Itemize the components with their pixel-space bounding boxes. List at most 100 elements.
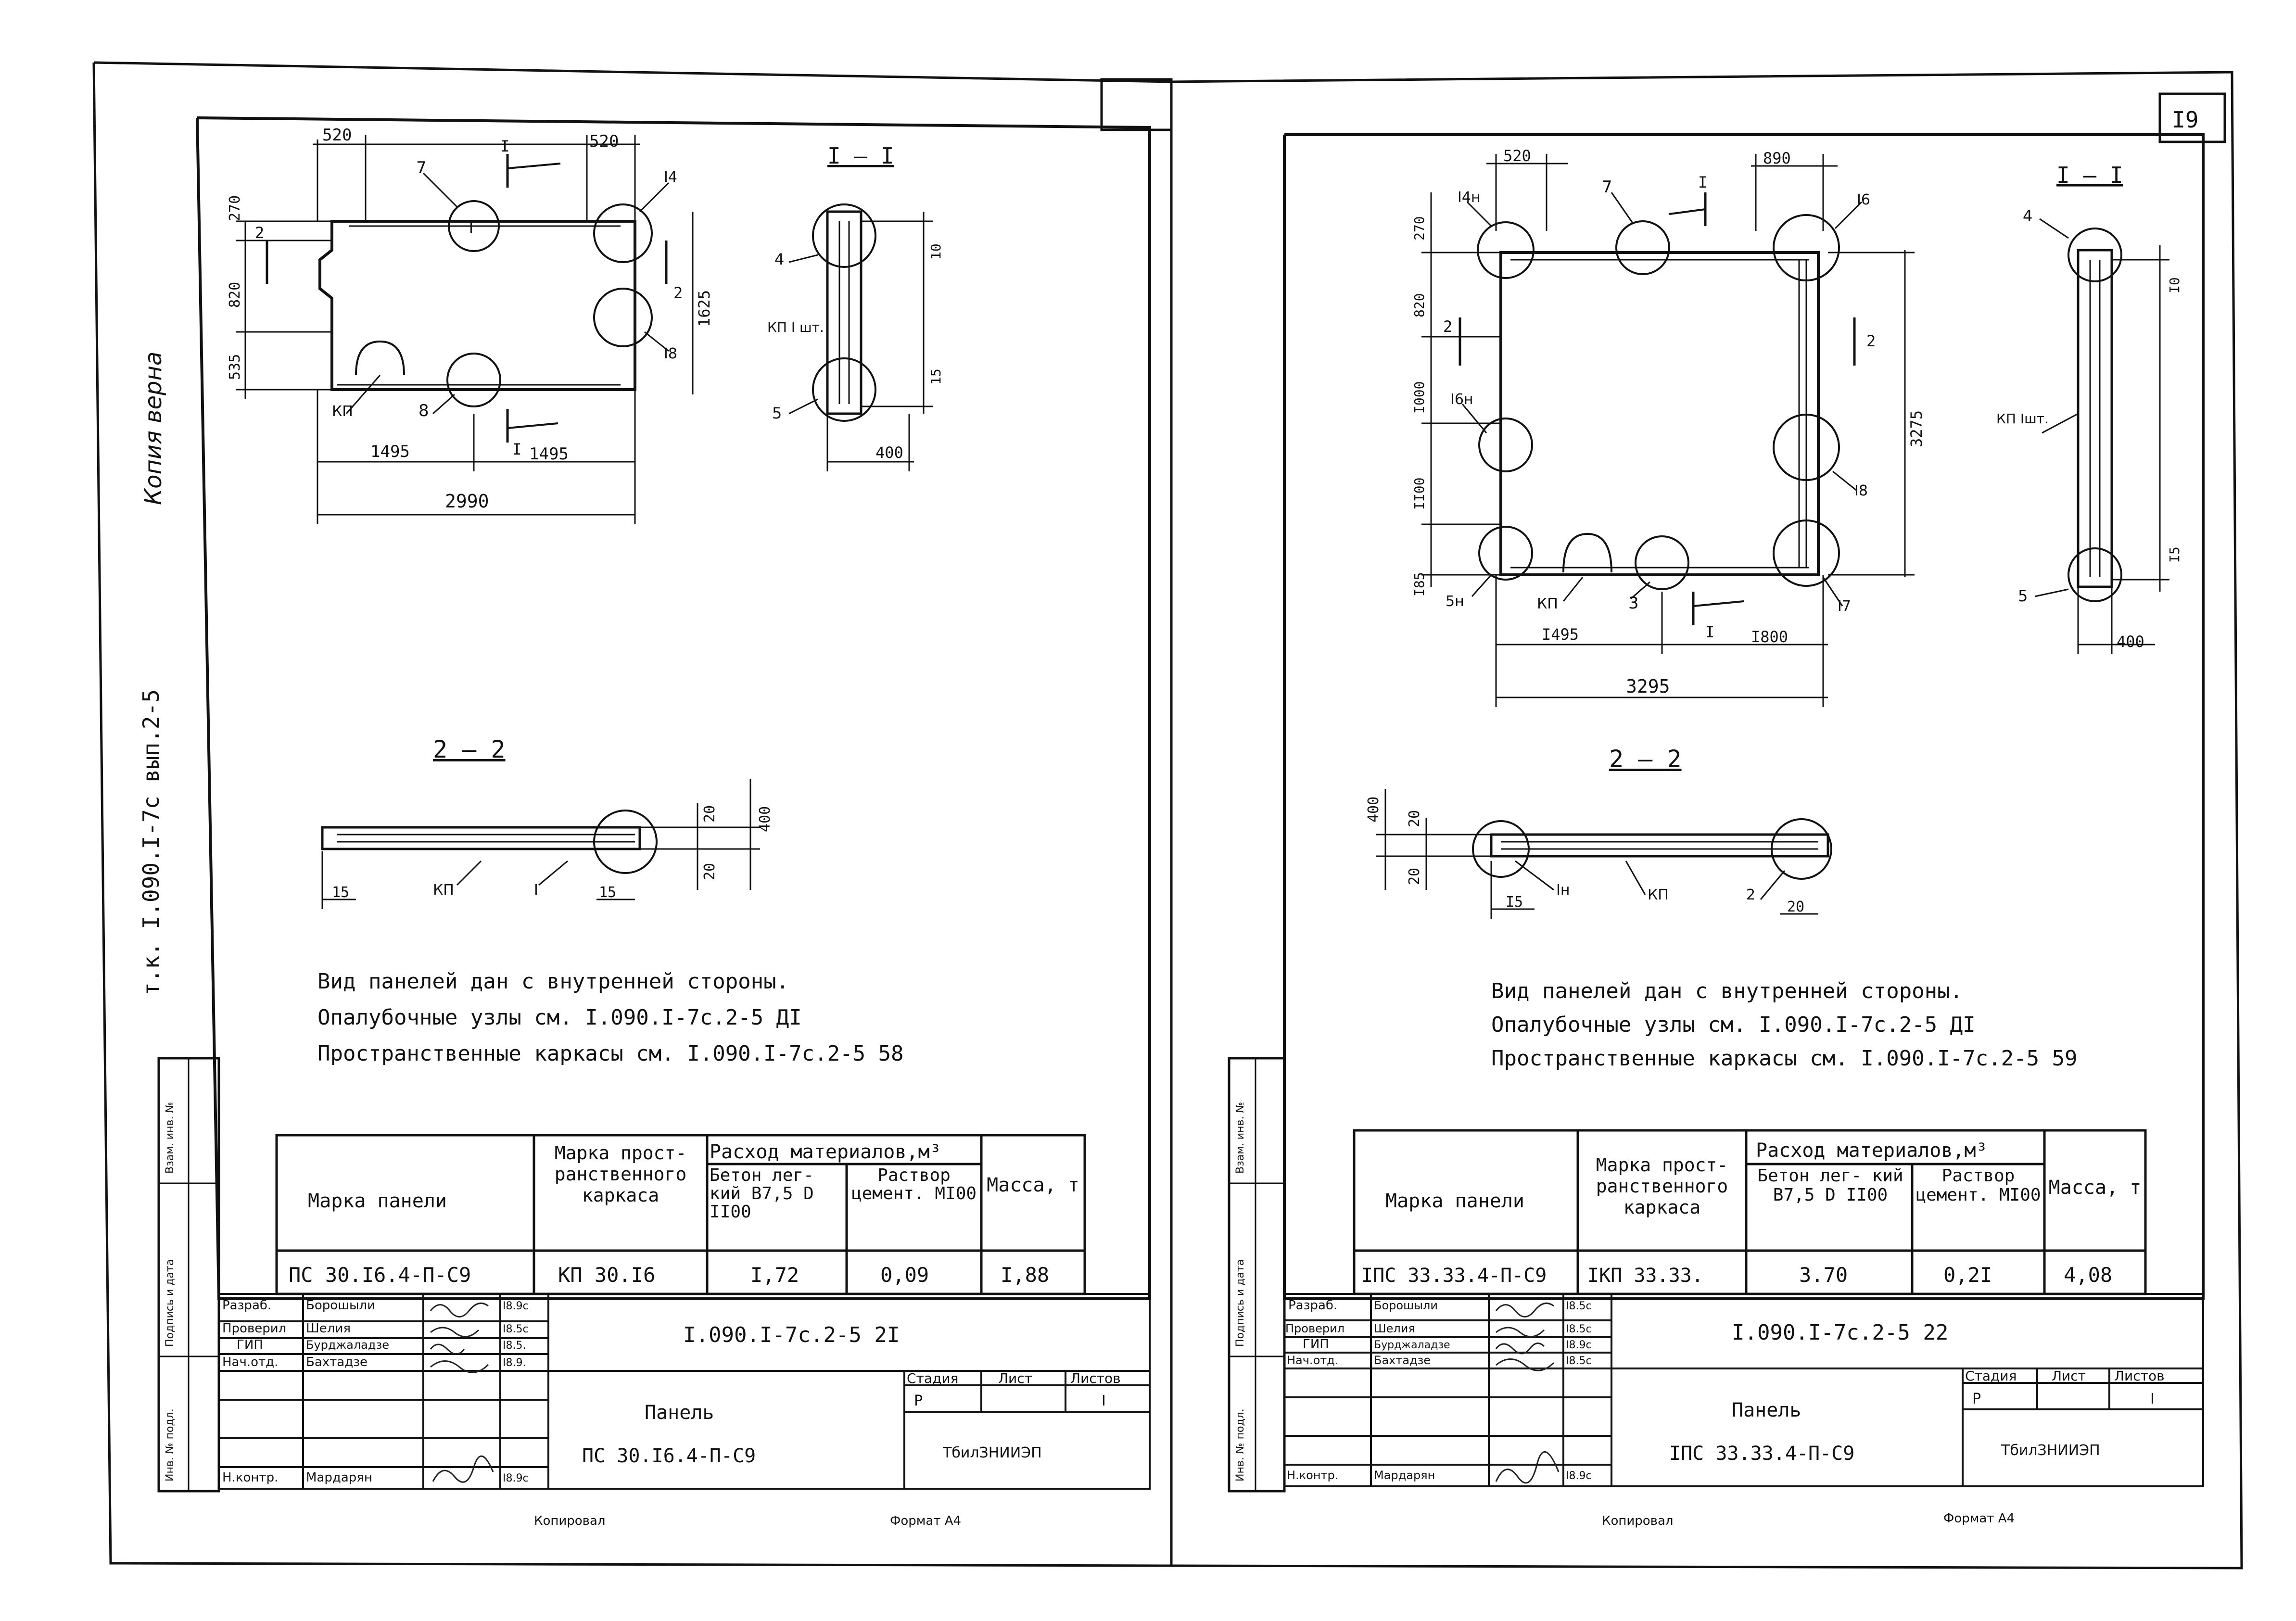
right-panel-plan: I4н 7 I6 I6н I8 I7 5н КП 3 I I 2 2 xyxy=(1411,147,1926,707)
right-row-mortar: 0,2I xyxy=(1943,1263,1992,1287)
sec-dim-15: 15 xyxy=(928,368,944,385)
sec-dim-400: 400 xyxy=(875,443,903,462)
right-name-3: Бахтадзе xyxy=(1374,1354,1431,1367)
rdim-top-right: 890 xyxy=(1763,149,1791,167)
left-stage: Р xyxy=(914,1393,923,1409)
right-role-3: Нач.отд. xyxy=(1287,1354,1338,1367)
right-materials-table: Марка панели Марка прост- ранственного к… xyxy=(1353,1129,2147,1295)
left-note-3: Пространственные каркасы см. I.090.I-7с.… xyxy=(317,1041,904,1066)
left-org: ТбилЗНИИЭП xyxy=(942,1444,1042,1461)
right-note-3: Пространственные каркасы см. I.090.I-7с.… xyxy=(1491,1046,2078,1071)
right-name-title: Панель xyxy=(1732,1399,1801,1421)
right-section-2-2: 2 – 2 400 20 20 I5 20 Iн xyxy=(1365,745,1832,919)
lcut-1a: I xyxy=(500,137,509,155)
right-name-6: Мардарян xyxy=(1374,1469,1435,1482)
left-row-concrete: I,72 xyxy=(750,1263,799,1287)
lcut-1b: I xyxy=(512,440,521,458)
right-sheets: I xyxy=(2150,1391,2155,1407)
copy-stamp: Копия верна xyxy=(140,352,167,505)
left-doc-code: I.090.I-7с.2-5 2I xyxy=(683,1323,900,1347)
dim-bottom-left: 1495 xyxy=(370,442,410,461)
left-section-1-1: I – I 4 5 КП I шт. 10 15 400 xyxy=(767,143,944,471)
right-col-mortar: Раствор цемент. МI00 xyxy=(1915,1166,2041,1205)
left-sheet-label: Лист xyxy=(998,1370,1032,1386)
right-signatures xyxy=(1495,1302,1560,1484)
rsec-dim-15: I5 xyxy=(2167,546,2182,563)
left-date-3: I8.9. xyxy=(503,1357,526,1369)
right-side-columns: Взам. инв. № Подпись и дата Инв. № подл. xyxy=(1228,1057,1286,1493)
left-col-mortar: Раствор цемент. МI00 xyxy=(851,1166,977,1203)
right-section-1-1: I – I 4 КП Iшт. 5 I0 I5 400 xyxy=(1996,162,2182,654)
left-notes: Вид панелей дан с внутренней стороны. Оп… xyxy=(317,969,904,1066)
right-role-6: Н.контр. xyxy=(1287,1469,1338,1482)
right-org: ТбилЗНИИЭП xyxy=(2001,1442,2100,1459)
left-role-6: Н.контр. xyxy=(222,1470,278,1485)
s22-dim-400: 400 xyxy=(757,806,774,832)
left-materials-table: Марка панели Марка прост- ранственного к… xyxy=(275,1134,1086,1295)
sec-dim-10: 10 xyxy=(928,243,944,260)
rdim-height: 3275 xyxy=(1907,410,1926,447)
left-title-block: Разраб. Проверил ГИП Нач.отд. Н.контр. Б… xyxy=(218,1293,1151,1490)
right-col-panel: Марка панели xyxy=(1385,1190,1524,1212)
left-section-1-title: I – I xyxy=(827,143,894,169)
rs22-dim-15: I5 xyxy=(1506,894,1523,911)
sec-node-5: 5 xyxy=(772,404,782,422)
right-side-col-2: Подпись и дата xyxy=(1234,1259,1246,1347)
right-sheets-label: Листов xyxy=(2114,1368,2165,1384)
right-title-block: Разраб. Проверил ГИП Нач.отд. Н.контр. Б… xyxy=(1283,1293,2204,1487)
left-role-3: Нач.отд. xyxy=(222,1355,278,1369)
rsec-node-4: 4 xyxy=(2023,207,2032,225)
rdim-h2: 820 xyxy=(1411,293,1427,317)
node-1-label: I xyxy=(469,220,473,237)
rnode-16: I6 xyxy=(1857,191,1870,208)
left-row-frame: КП 30.I6 xyxy=(558,1263,655,1287)
lcut-2a: 2 xyxy=(255,224,264,242)
side-col-3: Инв. № подл. xyxy=(164,1408,176,1482)
rs22-node-2: 2 xyxy=(1746,886,1755,903)
rdim-h4: II00 xyxy=(1411,478,1427,510)
left-col-mass: Масса, т xyxy=(987,1174,1079,1196)
left-col-materials: Расход материалов,м³ xyxy=(710,1141,941,1163)
left-panel-plan: 7 I4 I8 8 КП I xyxy=(227,126,713,524)
rdim-h5: I85 xyxy=(1411,572,1427,596)
right-side-col-3: Инв. № подл. xyxy=(1234,1408,1246,1482)
rdim-top-left: 520 xyxy=(1503,147,1531,165)
dim-bottom-right: 1495 xyxy=(529,444,569,464)
rsec-node-kp: КП Iшт. xyxy=(1996,411,2049,427)
rnode-3: 3 xyxy=(1628,594,1639,613)
page-frame xyxy=(92,61,2243,1570)
right-doc-code: I.090.I-7с.2-5 22 xyxy=(1732,1320,1948,1345)
dim-top-left: 520 xyxy=(322,126,352,145)
dim-height: 1625 xyxy=(695,290,713,327)
rs22-dim-20c: 20 xyxy=(1787,899,1804,915)
node-18: I8 xyxy=(664,345,677,362)
side-col-1: Взам. инв. № xyxy=(164,1102,176,1174)
right-date-3: I8.5с xyxy=(1566,1355,1592,1367)
right-name-1: Шелия xyxy=(1374,1322,1415,1335)
left-name-mark: ПС 30.I6.4-П-С9 xyxy=(582,1445,756,1467)
rnode-14n: I4н xyxy=(1458,189,1481,206)
right-row-concrete: 3.70 xyxy=(1799,1263,1848,1287)
left-date-2: I8.5. xyxy=(503,1340,526,1352)
right-role-0: Разраб. xyxy=(1288,1298,1337,1313)
left-name-title: Панель xyxy=(645,1402,714,1424)
sec-node-kp: КП I шт. xyxy=(767,319,824,335)
rnode-kp: КП xyxy=(1537,595,1558,612)
right-name-2: Бурджаладзе xyxy=(1374,1339,1450,1351)
left-role-1: Проверил xyxy=(222,1321,286,1336)
rnode-18: I8 xyxy=(1854,482,1868,499)
right-notes: Вид панелей дан с внутренней стороны. Оп… xyxy=(1491,979,2078,1071)
right-name-mark: IПС 33.33.4-П-С9 xyxy=(1669,1443,1854,1465)
right-section-1-title: I – I xyxy=(2056,162,2123,188)
rnode-7: 7 xyxy=(1602,177,1612,197)
right-name-0: Борошыли xyxy=(1374,1299,1438,1312)
right-col-mass: Масса, т xyxy=(2048,1177,2142,1199)
left-date-0: I8.9с xyxy=(503,1300,529,1312)
rnode-17: I7 xyxy=(1838,598,1851,615)
left-date-1: I8.5с xyxy=(503,1323,529,1335)
left-note-2: Опалубочные узлы см. I.090.I-7с.2-5 ДI xyxy=(317,1005,802,1030)
rnode-16n: I6н xyxy=(1450,391,1473,408)
rs22-dim-400: 400 xyxy=(1365,797,1382,823)
left-name-2: Бурджаладзе xyxy=(306,1338,389,1352)
